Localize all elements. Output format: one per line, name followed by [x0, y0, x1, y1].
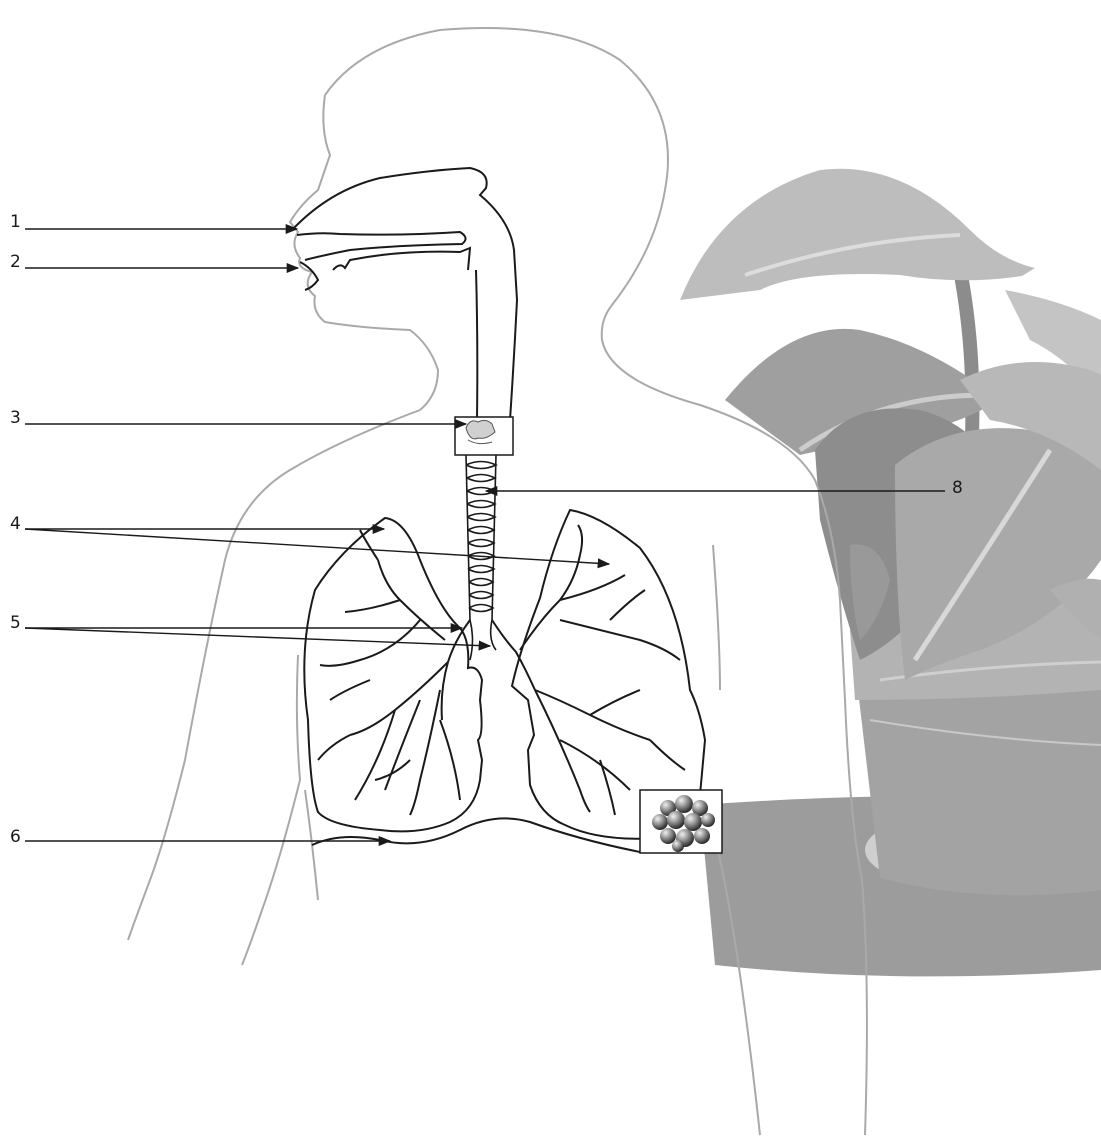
arm-left-inner	[297, 655, 300, 780]
leader-4b	[25, 529, 609, 564]
side-right	[713, 545, 720, 690]
diaphragm	[312, 818, 640, 852]
label-3: 3	[10, 410, 21, 427]
leaf-top	[680, 169, 1035, 300]
alveoli-cluster-icon	[640, 790, 722, 853]
leader-5b	[25, 628, 490, 646]
lung-left-outline	[304, 518, 482, 831]
arm-left	[242, 780, 300, 965]
potted-plant	[680, 169, 1101, 977]
label-2: 2	[10, 254, 21, 271]
label-4: 4	[10, 516, 21, 533]
pharynx-front	[476, 270, 477, 420]
label-1: 1	[10, 214, 21, 231]
airway	[292, 168, 517, 420]
larynx-inset-icon	[455, 417, 513, 455]
palate	[333, 248, 470, 270]
label-8: 8	[952, 480, 963, 497]
pot-body	[858, 680, 1101, 895]
shoulder-left	[128, 410, 420, 940]
label-6: 6	[10, 829, 21, 846]
nasal-cavity	[292, 168, 517, 420]
label-5: 5	[10, 615, 21, 632]
leader-lines	[25, 229, 945, 841]
bronchus-left	[442, 620, 470, 720]
